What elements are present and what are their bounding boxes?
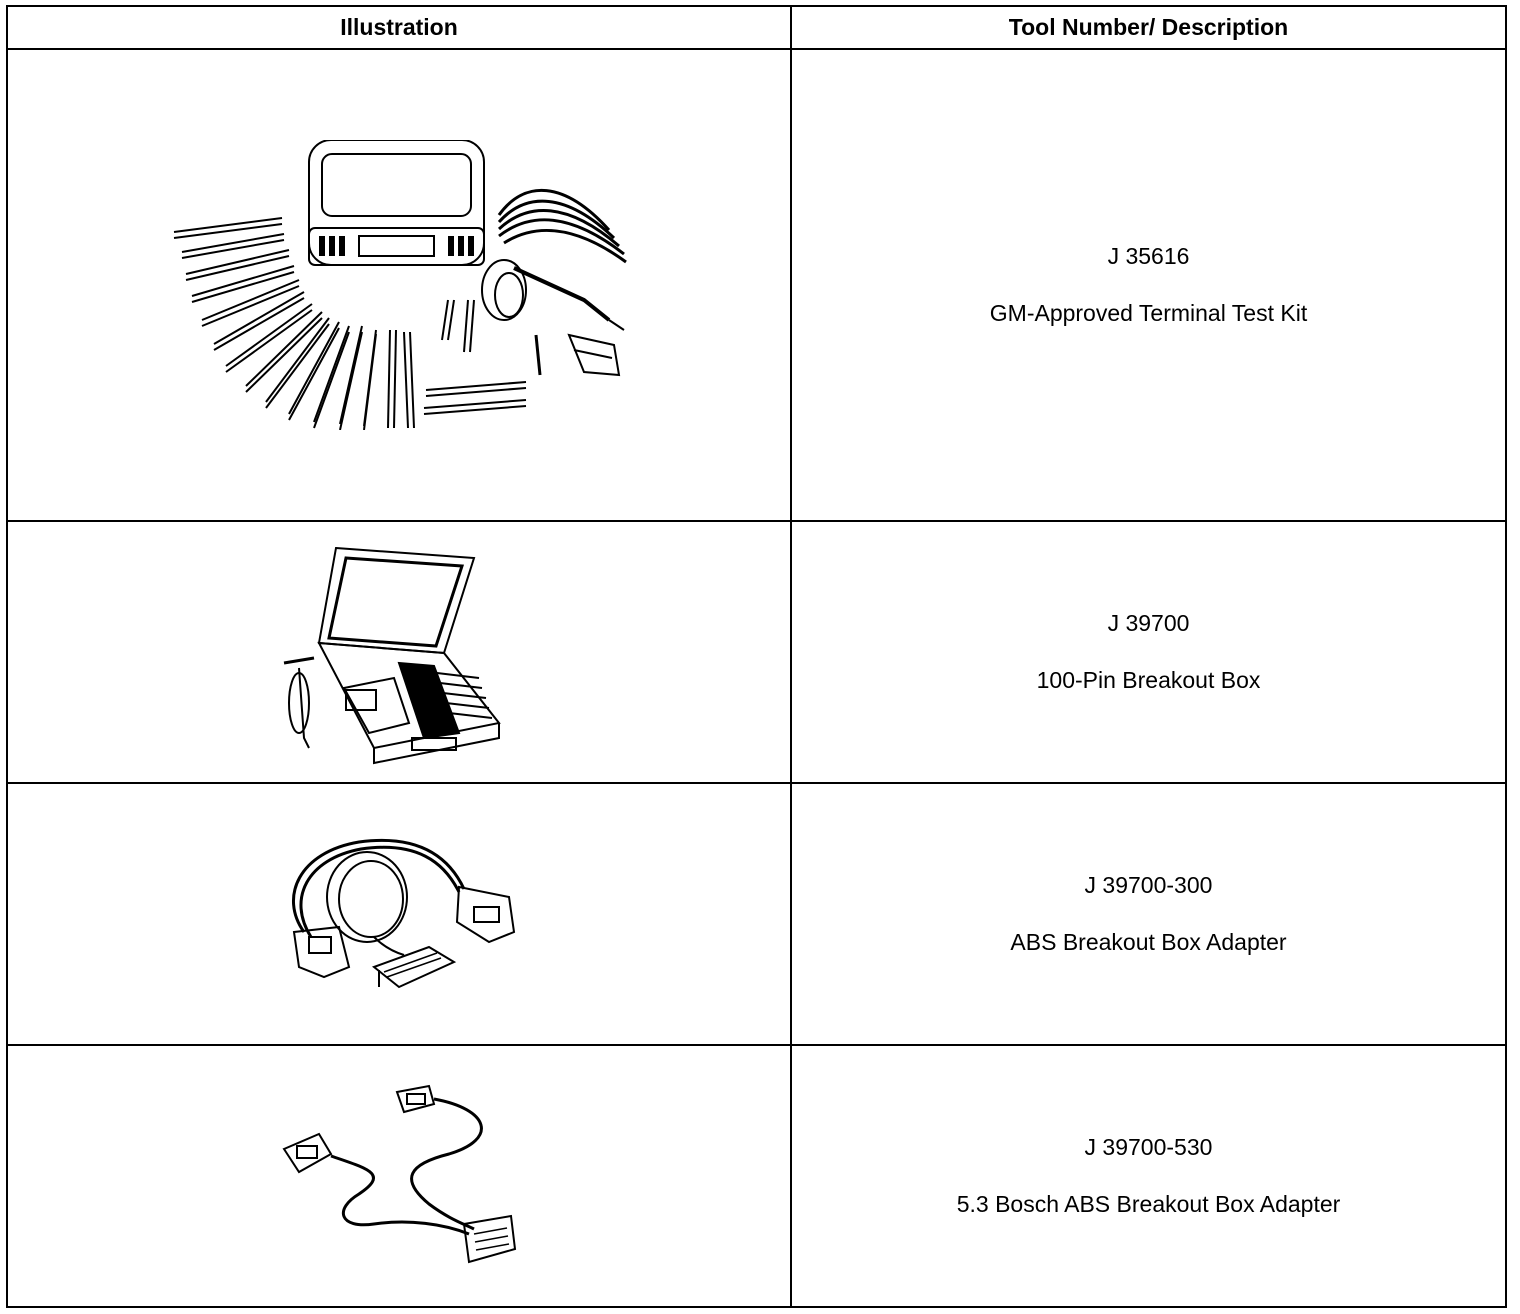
tool-description: ABS Breakout Box Adapter [1010,929,1287,955]
terminal-test-kit-icon [164,140,634,430]
tool-description: GM-Approved Terminal Test Kit [989,300,1308,326]
tool-number: J 39700-530 [1084,1134,1213,1160]
tool-description: 100-Pin Breakout Box [1036,667,1261,693]
illustration-cell [6,782,792,1046]
table-row: J 39700-530 5.3 Bosch ABS Breakout Box A… [6,1044,1507,1308]
tool-description-cell: J 35616 GM-Approved Terminal Test Kit [790,48,1507,522]
tool-number: J 35616 [1107,243,1190,269]
table-row: J 39700-300 ABS Breakout Box Adapter [6,782,1507,1046]
bosch-adapter-harness-icon [279,1084,519,1269]
tool-number: J 39700 [1107,610,1190,636]
table-row: J 39700 100-Pin Breakout Box [6,520,1507,784]
tools-table: Illustration Tool Number/ Description [6,5,1507,1308]
header-tool-number-description: Tool Number/ Description [790,5,1507,50]
table-row: J 35616 GM-Approved Terminal Test Kit [6,48,1507,522]
header-illustration: Illustration [6,5,792,50]
tool-description: 5.3 Bosch ABS Breakout Box Adapter [956,1191,1341,1217]
illustration-cell [6,1044,792,1308]
illustration-cell [6,48,792,522]
illustration-cell [6,520,792,784]
table-header-row: Illustration Tool Number/ Description [6,5,1507,50]
tool-description-cell: J 39700-530 5.3 Bosch ABS Breakout Box A… [790,1044,1507,1308]
tool-description-cell: J 39700-300 ABS Breakout Box Adapter [790,782,1507,1046]
tool-number: J 39700-300 [1084,872,1213,898]
breakout-box-case-icon [274,538,524,766]
tool-description-cell: J 39700 100-Pin Breakout Box [790,520,1507,784]
abs-adapter-harness-icon [279,837,519,992]
